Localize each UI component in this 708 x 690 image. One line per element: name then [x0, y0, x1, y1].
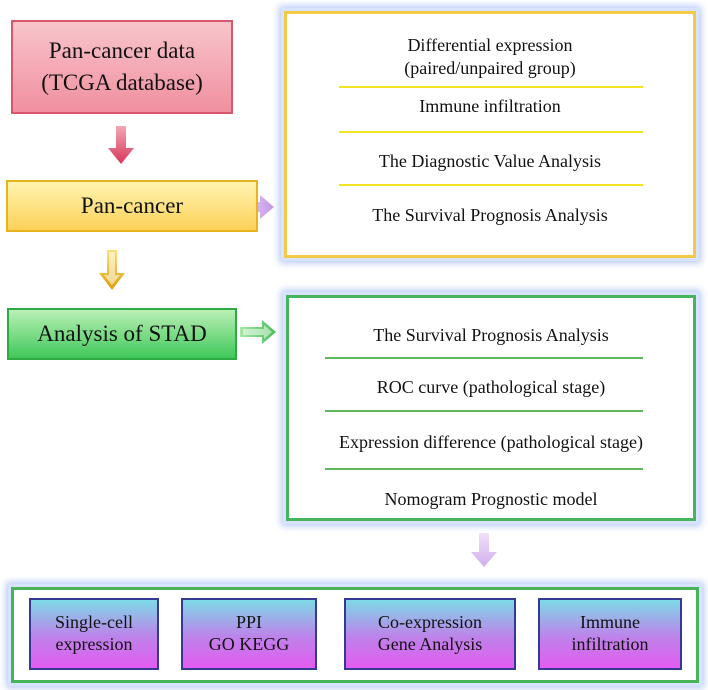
- pan-cancer-data-node: Pan-cancer data (TCGA database): [11, 20, 233, 114]
- tile-immune-infiltration: Immune infiltration: [538, 598, 682, 670]
- stad-item-text: Expression difference (pathological stag…: [338, 432, 644, 452]
- pan-cancer-label: Pan-cancer: [80, 193, 184, 218]
- panel-item-diagnostic-value: The Diagnostic Value Analysis: [287, 150, 693, 173]
- panel-divider: [339, 184, 643, 186]
- stad-item-text: ROC curve (pathological stage): [376, 377, 606, 397]
- tile-ppi-go-kegg: PPI GO KEGG: [181, 598, 317, 670]
- stad-divider: [325, 357, 643, 359]
- stad-item-survival-prognosis: The Survival Prognosis Analysis: [289, 324, 693, 347]
- panel-item-text: The Survival Prognosis Analysis: [372, 205, 608, 225]
- analysis-of-stad-label: Analysis of STAD: [37, 321, 207, 346]
- pan-cancer-data-line-1: Pan-cancer data: [48, 38, 196, 64]
- panel-item-text: (paired/unpaired group): [404, 57, 576, 78]
- stad-item-text: Nomogram Prognostic model: [384, 489, 598, 509]
- stad-item-nomogram: Nomogram Prognostic model: [289, 488, 693, 511]
- panel-divider: [339, 131, 643, 133]
- tile-text: PPI: [235, 612, 262, 633]
- tile-text: GO KEGG: [208, 634, 290, 654]
- tile-single-cell-expression: Single-cell expression: [29, 598, 159, 670]
- panel-divider: [339, 86, 643, 88]
- panel-item-text: Differential expression: [407, 35, 573, 55]
- pan-cancer-analysis-panel: Differential expression (paired/unpaired…: [284, 11, 696, 258]
- arrow-stad-panel-to-bottom: [471, 533, 497, 567]
- panel-item-immune-infiltration: Immune infiltration: [287, 95, 693, 118]
- stad-divider: [325, 468, 643, 470]
- arrow-pan-data-to-pan-cancer: [108, 126, 134, 164]
- panel-item-survival-prognosis: The Survival Prognosis Analysis: [287, 204, 693, 227]
- tile-text: expression: [55, 634, 133, 654]
- stad-item-text: The Survival Prognosis Analysis: [373, 325, 609, 345]
- stad-divider: [325, 410, 643, 412]
- downstream-analysis-panel: Single-cell expression PPI GO KEGG Co-ex…: [11, 587, 699, 683]
- tile-text: Immune: [580, 612, 640, 633]
- tile-text: Co-expression: [378, 612, 482, 633]
- pan-cancer-node: Pan-cancer: [6, 180, 258, 232]
- tile-text: Single-cell: [55, 612, 133, 633]
- stad-item-expression-difference: Expression difference (pathological stag…: [289, 431, 693, 454]
- tile-text: infiltration: [571, 634, 649, 654]
- pan-cancer-data-line-2: (TCGA database): [41, 70, 203, 95]
- tile-co-expression-gene-analysis: Co-expression Gene Analysis: [344, 598, 516, 670]
- stad-item-roc-curve: ROC curve (pathological stage): [289, 376, 693, 399]
- analysis-of-stad-node: Analysis of STAD: [7, 308, 237, 360]
- stad-analysis-panel: The Survival Prognosis Analysis ROC curv…: [286, 295, 696, 521]
- panel-item-text: Immune infiltration: [419, 96, 561, 116]
- panel-item-text: The Diagnostic Value Analysis: [378, 151, 602, 171]
- panel-item-differential-expression: Differential expression (paired/unpaired…: [287, 34, 693, 80]
- tile-text: Gene Analysis: [377, 634, 483, 654]
